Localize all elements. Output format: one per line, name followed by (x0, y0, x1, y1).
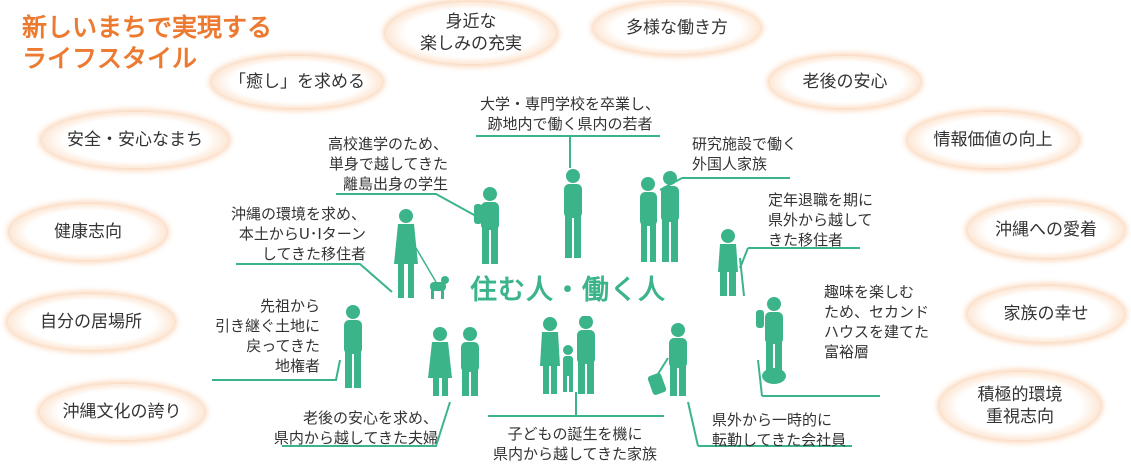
landowner-figure (344, 305, 362, 388)
second-house-owner-figure (756, 297, 786, 384)
value-bubble-work-style: 多様な働き方 (594, 2, 760, 54)
value-bubble-safe-town: 安全・安心なまち (42, 112, 228, 168)
student-figure (474, 187, 499, 264)
value-label: 「癒し」を求める (229, 72, 365, 92)
migrant-with-dog-figure (394, 209, 449, 299)
value-label: 家族の幸せ (1003, 304, 1089, 324)
young-worker-figure (564, 169, 582, 258)
value-label: 沖縄文化の誇り (62, 402, 182, 422)
transferred-worker-figure (647, 323, 687, 396)
elderly-couple-figure (428, 327, 479, 396)
value-bubble-information: 情報価値の向上 (908, 112, 1078, 168)
center-label: 住む人・働く人 (470, 275, 666, 306)
value-bubble-healing: 「癒し」を求める (212, 56, 382, 108)
value-label: 健康志向 (54, 222, 122, 242)
person-label-second-house-owner: 趣味を楽しむ ため、セカンド ハウスを建てた 富裕層 (824, 283, 930, 361)
value-bubble-retirement: 老後の安心 (770, 56, 920, 108)
value-label: 身近な 楽しみの充実 (420, 12, 522, 54)
value-label: 自分の居場所 (40, 312, 142, 332)
value-label: 老後の安心 (802, 72, 888, 92)
value-bubble-family-happiness: 家族の幸せ (968, 286, 1124, 342)
person-label-elderly-couple: 老後の安心を求め、 県内から越してきた夫婦 (273, 409, 438, 447)
new-family-figure (540, 316, 595, 394)
value-label: 積極的環境 重視志向 (977, 385, 1063, 427)
retired-migrant-figure (718, 229, 745, 297)
person-label-young-graduate: 大学・専門学校を卒業し、 跡地内で働く県内の若者 (479, 95, 660, 133)
person-label-ui-turn-migrant: 沖縄の環境を求め、 本土からU･Iターン してきた移住者 (230, 205, 366, 263)
value-label: 多様な働き方 (626, 18, 728, 38)
person-label-new-family: 子どもの誕生を機に 県内から越してきた家族 (492, 425, 658, 463)
value-bubble-environment: 積極的環境 重視志向 (940, 372, 1100, 440)
value-bubble-culture-pride: 沖縄文化の誇り (40, 384, 204, 440)
person-label-landowner: 先祖から 引き継ぐ土地に 戻ってきた 地権者 (214, 297, 320, 375)
person-label-retired-migrant: 定年退職を期に 県外から越して きた移住者 (768, 191, 874, 249)
person-label-foreign-family: 研究施設で働く 外国人家族 (692, 135, 798, 173)
value-label: 情報価値の向上 (933, 130, 1053, 150)
value-bubble-leisure: 身近な 楽しみの充実 (386, 2, 556, 64)
diagram-title: 新しいまちで実現する ライフスタイル (22, 13, 273, 73)
value-bubble-okinawa-love: 沖縄への愛着 (968, 202, 1124, 258)
foreign-family-figure (640, 171, 679, 262)
value-label: 安全・安心なまち (67, 130, 203, 150)
person-label-island-student: 高校進学のため、 単身で越してきた 離島出身の学生 (327, 135, 448, 193)
person-label-transferred-worker: 県外から一時的に 転勤してきた会社員 (712, 411, 847, 449)
value-bubble-own-place: 自分の居場所 (8, 294, 174, 350)
value-label: 沖縄への愛着 (995, 220, 1097, 240)
value-bubble-health: 健康志向 (10, 204, 166, 260)
